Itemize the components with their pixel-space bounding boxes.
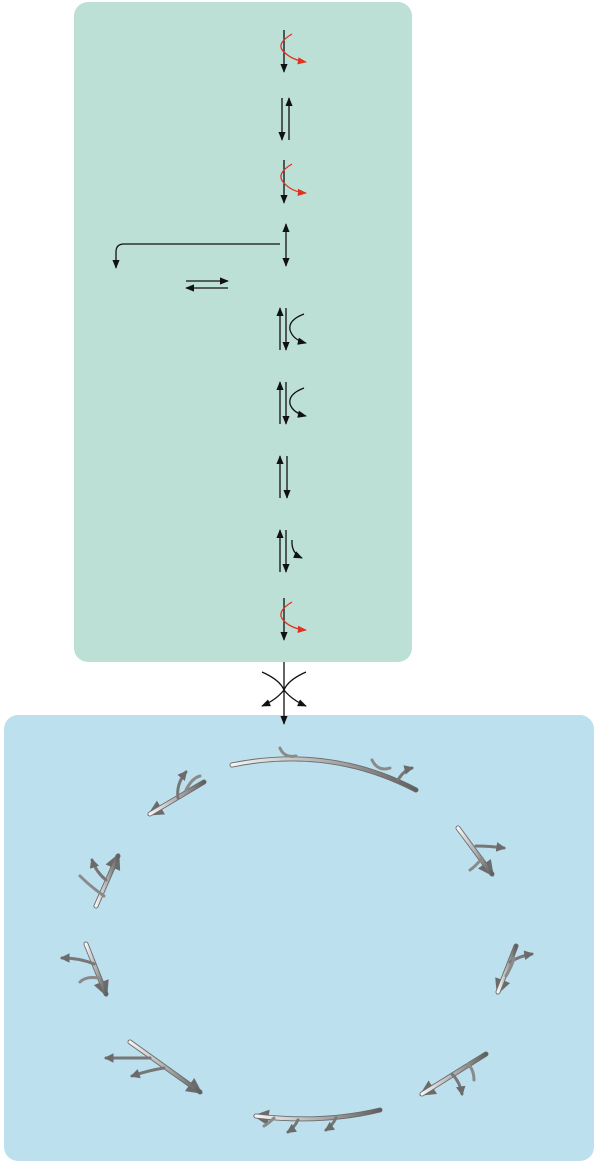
- cycle-segment-left: [78, 853, 121, 909]
- cycle-segment-lower-left: [60, 941, 109, 997]
- pathway-step-6: [276, 381, 307, 425]
- cycle-segment-upper-left: [147, 770, 207, 817]
- pathway-step-4-branch: [112, 223, 290, 292]
- cycle-segment-top: [229, 746, 419, 793]
- pathway-step-5: [276, 307, 307, 351]
- pathway-step-3: [280, 160, 307, 204]
- pathway-step-2: [278, 97, 293, 141]
- pathway-junction: [261, 662, 307, 725]
- cycle-segment-lower-right: [419, 1051, 489, 1097]
- cycle-segment-bottom: [252, 1107, 383, 1134]
- pathway-step-1: [280, 30, 307, 73]
- cycle-segment-right: [495, 943, 534, 995]
- pathway-step-7: [276, 455, 291, 499]
- cycle-segment-bottom-left: [104, 1039, 203, 1095]
- pathway-step-8: [276, 529, 303, 573]
- cycle-panel: [4, 715, 594, 1161]
- pathway-step-9: [280, 598, 307, 641]
- pathway-panel: [74, 2, 412, 662]
- cycle-diagram: [60, 746, 534, 1134]
- cycle-segment-upper-right: [455, 825, 506, 877]
